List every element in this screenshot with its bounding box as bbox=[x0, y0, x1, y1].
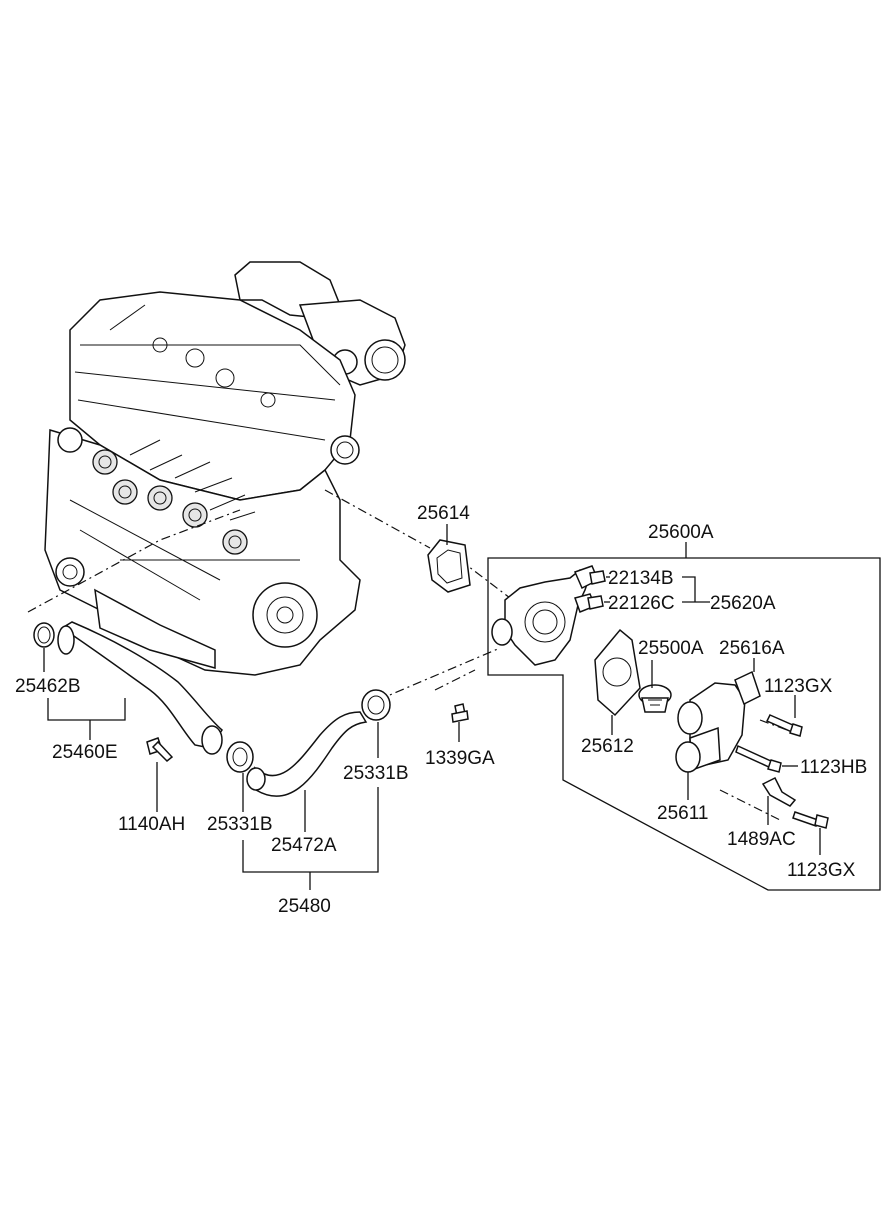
label-22126C: 22126C bbox=[608, 593, 675, 614]
label-1489AC: 1489AC bbox=[727, 829, 796, 850]
label-25600A: 25600A bbox=[648, 522, 714, 543]
bolt-icon bbox=[735, 714, 829, 829]
label-25612: 25612 bbox=[581, 736, 634, 757]
label-25472A: 25472A bbox=[271, 835, 337, 856]
bolt-1140AH-icon bbox=[146, 737, 174, 763]
label-25480: 25480 bbox=[278, 896, 331, 917]
label-25500A: 25500A bbox=[638, 638, 704, 659]
label-1123HB: 1123HB bbox=[800, 757, 867, 778]
label-1123GX-b: 1123GX bbox=[787, 860, 856, 881]
label-1123GX-a: 1123GX bbox=[764, 676, 833, 697]
gasket-icon bbox=[427, 539, 471, 593]
label-25460E: 25460E bbox=[52, 742, 118, 763]
temperature-sensor-icon bbox=[587, 570, 606, 610]
bracket-25460E bbox=[47, 698, 126, 740]
water-outlet-fitting-icon bbox=[675, 670, 761, 773]
label-1140AH: 1140AH bbox=[118, 814, 185, 835]
label-25331B-b: 25331B bbox=[343, 763, 409, 784]
o-ring-icon bbox=[33, 622, 55, 648]
label-22134B: 22134B bbox=[608, 568, 674, 589]
bolt-1339GA-icon bbox=[451, 703, 469, 723]
bracket-25480 bbox=[242, 787, 379, 890]
assembly-frame-25600A bbox=[487, 542, 881, 891]
label-1339GA: 1339GA bbox=[425, 748, 495, 769]
hose-clamp-icon bbox=[226, 689, 391, 773]
label-25331B-a: 25331B bbox=[207, 814, 273, 835]
label-25611: 25611 bbox=[657, 803, 708, 824]
engine-block-icon bbox=[44, 261, 406, 676]
thermostat-housing-icon bbox=[491, 565, 599, 666]
thermostat-icon bbox=[638, 684, 672, 713]
label-25614: 25614 bbox=[417, 503, 470, 524]
label-25462B: 25462B bbox=[15, 676, 81, 697]
label-25620A: 25620A bbox=[710, 593, 776, 614]
water-pipe-icon bbox=[57, 621, 223, 755]
thermostat-gasket-icon bbox=[594, 628, 641, 717]
bracket-clip-icon bbox=[761, 776, 797, 807]
label-25616A: 25616A bbox=[719, 638, 785, 659]
coolant-hose-icon bbox=[246, 711, 368, 797]
bracket-25620A bbox=[682, 576, 710, 603]
